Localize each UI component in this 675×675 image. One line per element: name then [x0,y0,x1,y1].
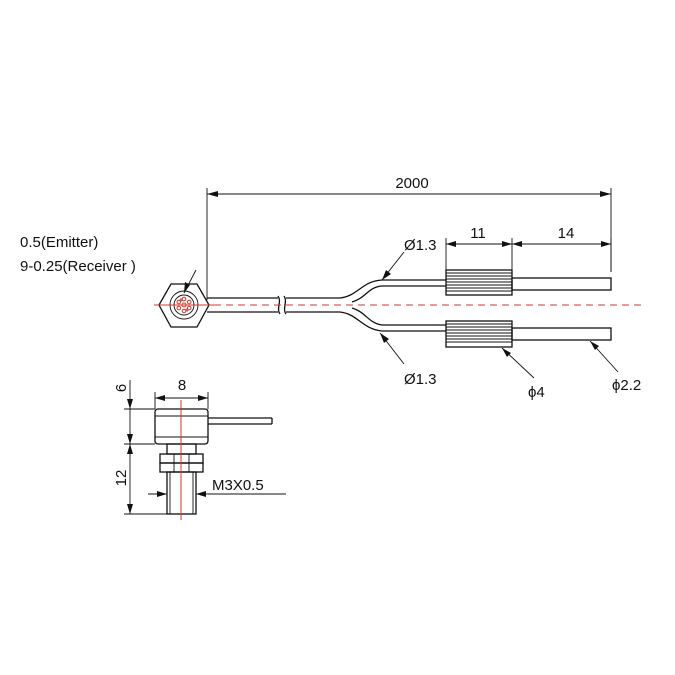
tip-length-label: 14 [558,225,575,242]
sheath-lower-label: Ø1.3 [404,371,437,388]
head-width-label: 8 [178,377,186,394]
tip-diameter-label: ϕ2.2 [612,377,641,394]
dimension-11-14: 11 14 [445,225,612,272]
head-height-label: 6 [113,384,130,392]
hex-head-front [154,269,214,328]
cable-trunk [207,279,446,332]
lower-sleeve [445,320,612,348]
sleeve-diameter-label: ϕ4 [528,384,545,401]
head-side-view [154,400,273,520]
fiber-core-emitter-label: 0.5(Emitter) [20,234,98,251]
dimension-2000: 2000 [206,175,612,300]
upper-sleeve [445,269,612,296]
thread-length-label: 12 [113,470,130,487]
fiber-core-receiver-label: 9-0.25(Receiver ) [20,258,136,275]
fiber-bundle-icon [176,296,192,314]
side-view-dimensions: 8 6 12 M3X0.5 [113,377,286,515]
sheath-callouts: Ø1.3 Ø1.3 [379,237,437,388]
cable-length-label: 2000 [395,175,428,192]
thread-spec-label: M3X0.5 [212,477,264,494]
diameter-callouts: ϕ4 ϕ2.2 [501,340,641,401]
sleeve-length-label: 11 [470,225,486,242]
sheath-upper-label: Ø1.3 [404,237,437,254]
